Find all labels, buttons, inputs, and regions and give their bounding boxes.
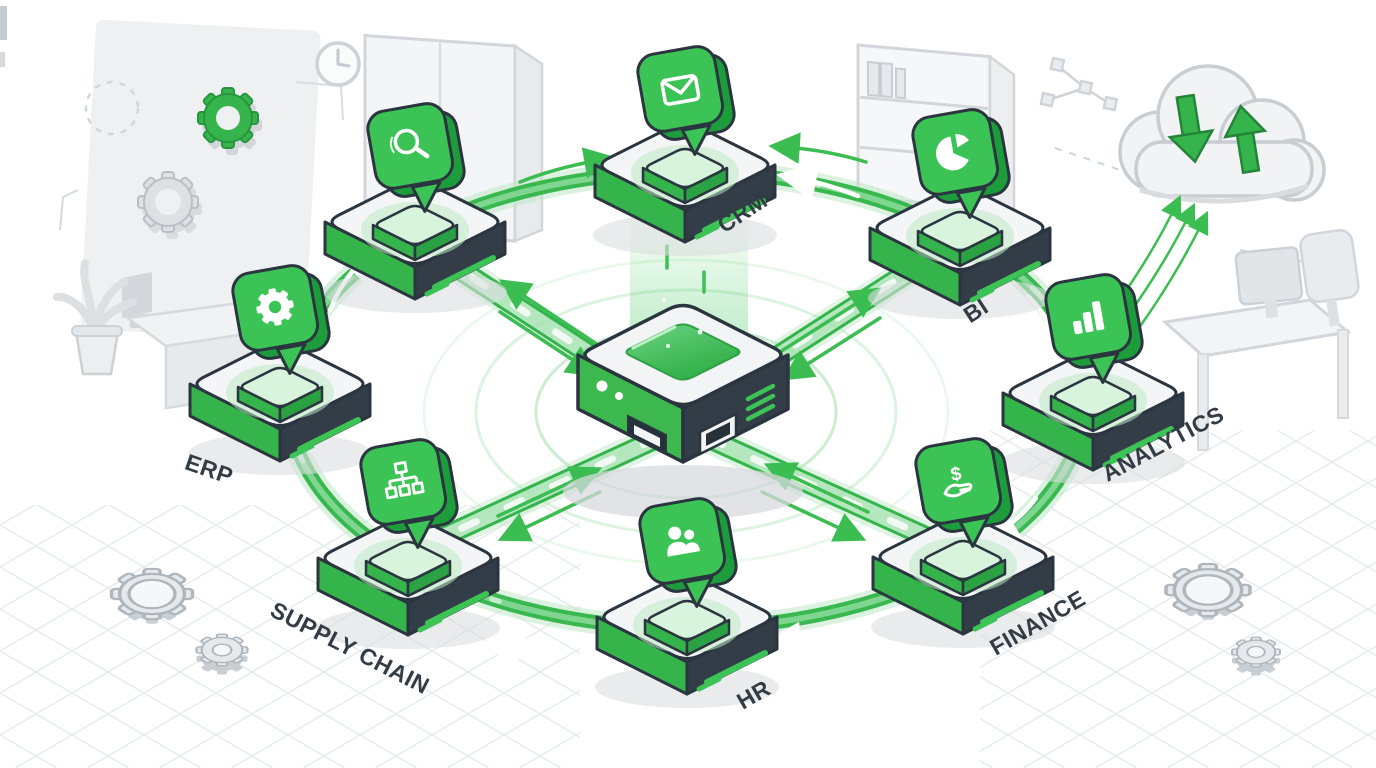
pie-chart-icon bbox=[936, 134, 969, 171]
download-arrow-icon bbox=[1167, 93, 1215, 164]
node-finance: $ bbox=[871, 432, 1055, 648]
gear-icon bbox=[253, 285, 297, 329]
cloud-icon bbox=[1118, 64, 1326, 204]
node-crm bbox=[593, 40, 777, 256]
dollar-hand-icon: $ bbox=[943, 463, 973, 498]
corner-marks bbox=[0, 6, 7, 67]
green-gear bbox=[197, 87, 262, 155]
wall-clock bbox=[315, 41, 361, 87]
whiteboard-panel bbox=[80, 19, 321, 341]
hub-server-icon bbox=[563, 303, 803, 519]
search-icon bbox=[389, 128, 430, 159]
node-analytics bbox=[1001, 268, 1185, 484]
org-chart-icon bbox=[384, 460, 425, 500]
road-supply-chain bbox=[421, 423, 673, 555]
dashed-circle bbox=[84, 80, 140, 136]
desk-with-monitor bbox=[1161, 229, 1360, 451]
node-discovery bbox=[323, 97, 507, 313]
floor-grid bbox=[0, 430, 1376, 768]
bar-chart-icon bbox=[1073, 300, 1105, 335]
node-hr bbox=[595, 492, 779, 708]
envelope-icon bbox=[660, 74, 701, 106]
gray-gear bbox=[137, 171, 202, 239]
line-fragment bbox=[59, 189, 79, 231]
upload-arrow-icon bbox=[1223, 104, 1268, 175]
potted-plant bbox=[53, 259, 137, 376]
cloud-sync bbox=[1118, 64, 1326, 204]
floor-gears bbox=[109, 562, 1282, 676]
people-icon bbox=[667, 526, 701, 557]
node-bi bbox=[868, 103, 1052, 319]
node-erp bbox=[188, 259, 372, 475]
node-supply-chain bbox=[316, 433, 500, 649]
network-glyph bbox=[1039, 56, 1119, 112]
dollar-glyph: $ bbox=[949, 463, 963, 486]
road-finance bbox=[693, 423, 953, 557]
